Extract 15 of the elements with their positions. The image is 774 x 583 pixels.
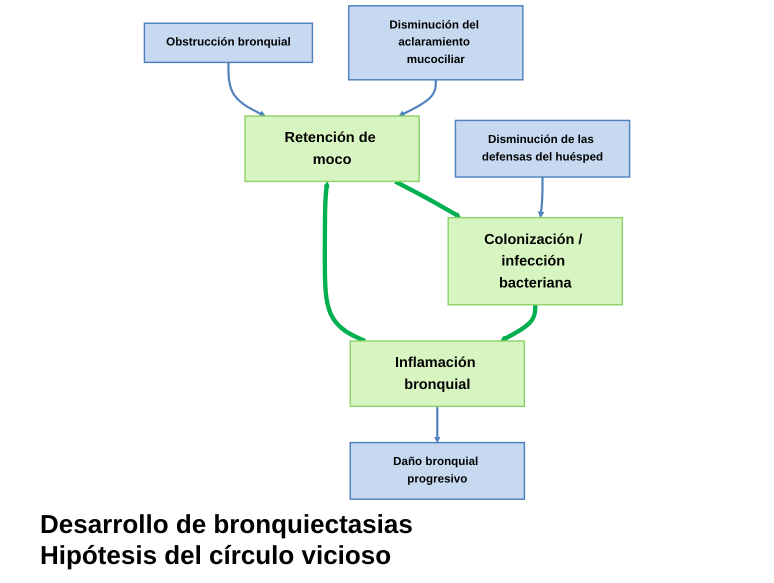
node-box: Disminución del aclaramiento mucociliar	[348, 5, 524, 81]
node-box: Daño bronquial progresivo	[350, 442, 526, 500]
node-box: Inflamación bronquial	[350, 340, 526, 408]
caption-text: Desarrollo de bronquiectasias	[40, 509, 414, 540]
arrow	[538, 177, 544, 218]
caption-text: Hipótesis del círculo vicioso	[40, 540, 392, 571]
arrow	[398, 80, 437, 116]
node-box: Disminución de las defensas del huésped	[454, 120, 630, 178]
arrow	[500, 304, 538, 342]
node-box: Colonización / infección bacteriana	[447, 216, 624, 306]
node-box: Obstrucción bronquial	[144, 22, 314, 64]
arrow	[434, 406, 440, 443]
node-box: Retención de moco	[244, 115, 420, 182]
arrow	[227, 62, 266, 116]
arrow	[322, 181, 366, 343]
